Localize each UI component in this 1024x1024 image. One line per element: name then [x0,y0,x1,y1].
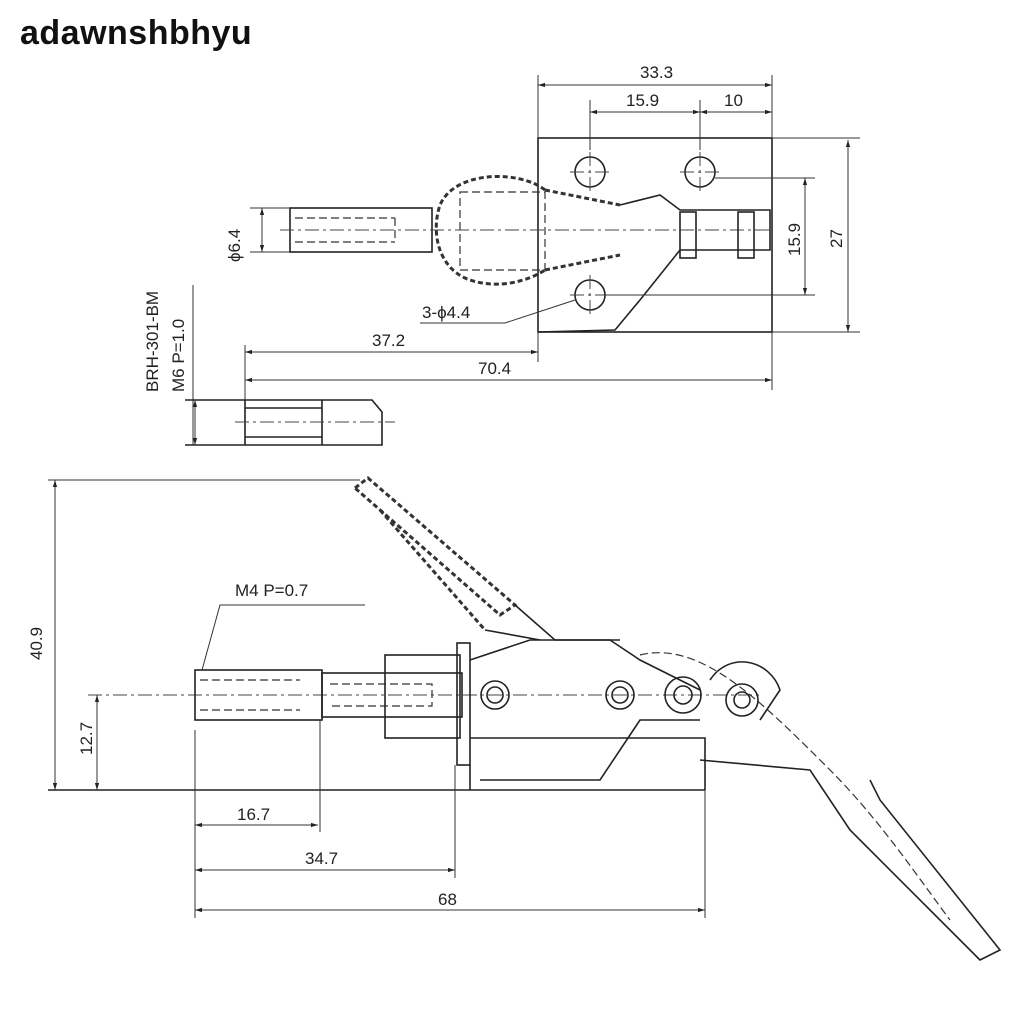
dim-70-4: 70.4 [478,359,511,378]
dim-40-9: 40.9 [27,627,46,660]
dim-33-3: 33.3 [640,63,673,82]
thread-label: M4 P=0.7 [235,581,308,600]
base-plate [537,137,773,333]
dim-37-2: 37.2 [372,331,405,350]
dim-16-7: 16.7 [237,805,270,824]
dim-15-9: 15.9 [626,91,659,110]
side-view: 40.9 12.7 16.7 34.7 68 M4 P=0.7 [27,476,1002,961]
watermark-text: adawnshbhyu [20,14,253,52]
dim-12-7: 12.7 [77,722,96,755]
handle-upper [352,476,518,631]
dim-34-7: 34.7 [305,849,338,868]
handle-lower [639,652,951,921]
top-view: 33.3 15.9 10 27 15.9 ϕ6.4 3-ϕ4.4 37.2 70… [225,63,860,445]
handle-grip [434,175,546,286]
dim-holes: 3-ϕ4.4 [422,303,470,322]
dim-68: 68 [438,890,457,909]
spindle-detail: BRH-301-BM M6 P=1.0 [143,285,395,446]
mounting-holes [570,152,720,315]
dim-phi-6-4: ϕ6.4 [225,229,244,262]
dim-10: 10 [724,91,743,110]
dim-15-9-vertical: 15.9 [785,223,804,256]
dim-27: 27 [827,229,846,248]
part-number: BRH-301-BM [143,291,162,392]
thread-spec: M6 P=1.0 [169,319,188,392]
